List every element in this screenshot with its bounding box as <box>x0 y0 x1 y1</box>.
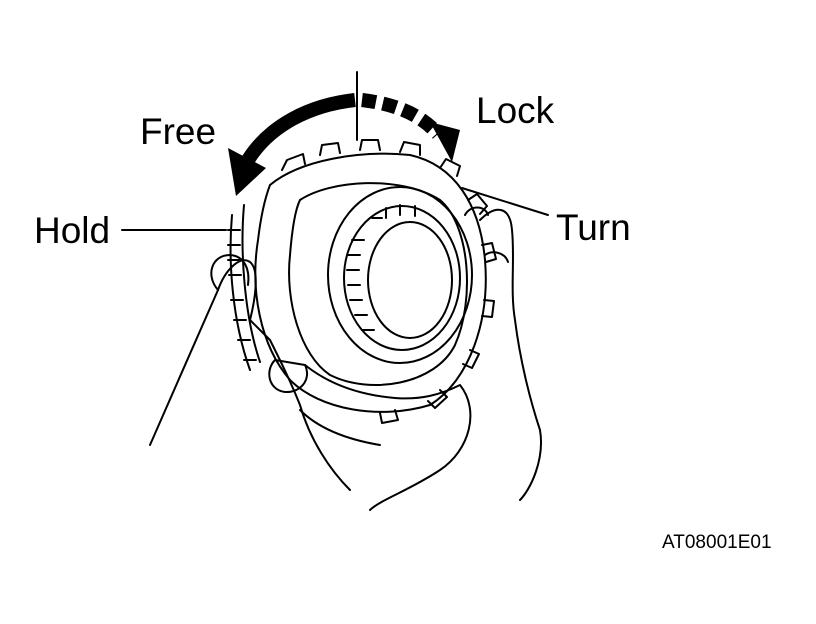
lock-arrow-body <box>361 93 444 139</box>
lock-label: Lock <box>476 90 555 131</box>
turn-label: Turn <box>556 207 631 248</box>
palm-line <box>299 409 381 446</box>
hold-label: Hold <box>34 210 111 251</box>
inner-hub <box>343 205 461 351</box>
hold-ring-splines <box>227 229 257 361</box>
right-fingers <box>464 206 509 263</box>
lower-thumb <box>268 359 308 394</box>
lower-hand <box>304 364 472 511</box>
free-label: Free <box>140 111 217 152</box>
hold-ring-edge <box>229 204 261 371</box>
free-arrow-body <box>242 93 356 164</box>
free-arrow-head <box>228 148 266 196</box>
figure-code: AT08001E01 <box>662 532 772 553</box>
outer-teeth <box>281 139 497 424</box>
middle-plate <box>288 182 468 386</box>
turn-leader-line <box>461 187 549 216</box>
hub-bore <box>367 221 453 339</box>
outer-ring <box>254 152 487 413</box>
lock-arrow-head <box>430 122 460 162</box>
right-hand <box>479 208 542 501</box>
inner-hub-outer <box>327 186 473 364</box>
hub-splines <box>346 204 416 331</box>
